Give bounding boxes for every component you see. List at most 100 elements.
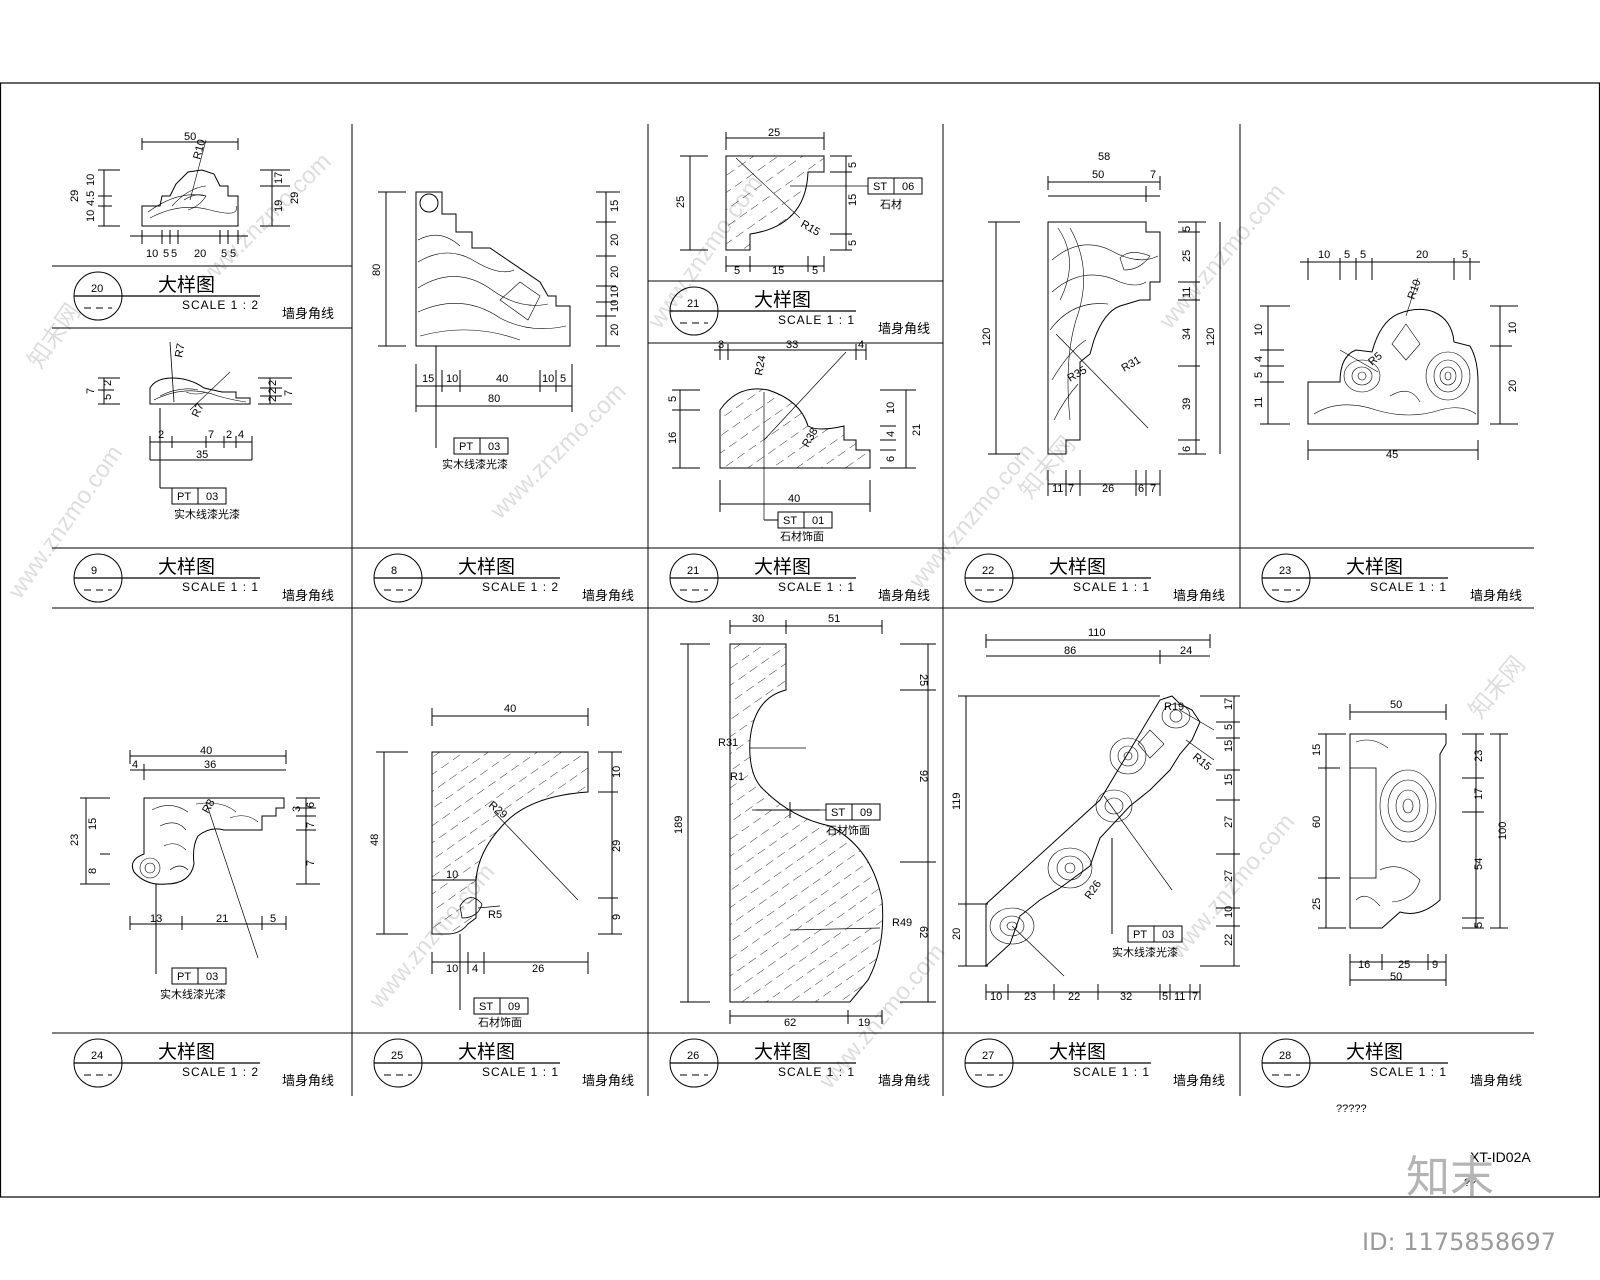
dim-text: 60 [1311, 816, 1323, 828]
detail-number: 28 [1279, 1050, 1291, 1062]
detail-scale: SCALE 1 : 1 [182, 580, 259, 594]
dim-text: 11 [1052, 483, 1063, 495]
detail-description: 墙身角线 [1173, 1073, 1225, 1089]
detail-20-dims: 50 R10 29 10 4.5 10 17 19 29 10 5 5 20 5… [69, 131, 301, 260]
dim-text: 22 [1223, 934, 1235, 946]
dim-text: 50 [184, 131, 196, 143]
detail-23-dims: 10 5 5 20 5 R10 R5 10 4 5 11 10 20 45 [1253, 249, 1519, 461]
tag-code: PT [459, 441, 473, 453]
dim-text: 92 [917, 770, 929, 782]
tag-number: 09 [860, 807, 872, 819]
watermark: www.znzmo.com [2, 440, 128, 604]
dim-text: R10 [191, 138, 208, 161]
tag-number: 03 [206, 971, 218, 983]
dim-text: 10 [446, 373, 458, 385]
dim-text: 20 [194, 248, 206, 260]
detail-number: 22 [982, 565, 994, 577]
dim-text: 29 [611, 840, 623, 852]
dim-text: 40 [504, 703, 516, 715]
corner-logo: 知末 [1406, 1152, 1494, 1203]
detail-scale: SCALE 1 : 2 [182, 1065, 259, 1079]
dim-text: R31 [1120, 354, 1143, 374]
dim-text: 15 [609, 200, 621, 212]
dim-text: 5 [163, 248, 169, 260]
tag-note: 实木线漆光漆 [174, 507, 240, 521]
dim-text: 4.5 [85, 191, 97, 206]
dim-text: 23 [69, 834, 81, 846]
detail-number: 21 [687, 298, 699, 310]
dim-text: 86 [1064, 645, 1076, 657]
detail-scale: SCALE 1 : 1 [778, 313, 855, 327]
tag-code: PT [177, 491, 191, 503]
detail-9-section [98, 341, 292, 489]
tag-note: 石材饰面 [780, 529, 824, 543]
tag-pt03-a: PT 03 实木线漆光漆 [171, 487, 240, 521]
dim-text: 15 [87, 818, 99, 830]
dim-text: 26 [1102, 483, 1114, 495]
dim-text: 4 [1253, 356, 1265, 362]
dim-text: 33 [786, 339, 798, 351]
dim-text: 17 [1223, 698, 1235, 710]
detail-8-section [378, 191, 620, 448]
dim-text: 10 [990, 991, 1002, 1003]
detail-number: 9 [91, 565, 97, 577]
tag-code: ST [783, 515, 797, 527]
dim-text: 25 [1181, 250, 1193, 262]
dim-text: 15 [1311, 744, 1323, 756]
detail-number: 27 [982, 1050, 994, 1062]
dim-text: 58 [1098, 151, 1110, 163]
detail-number: 20 [91, 283, 103, 295]
dim-text: 21 [911, 424, 923, 436]
detail-scale: SCALE 1 : 1 [778, 1065, 855, 1079]
dim-text: 5 [667, 396, 679, 402]
detail-description: 墙身角线 [878, 1073, 930, 1089]
dim-text: 5 [1162, 991, 1168, 1003]
dim-text: 10 [85, 174, 97, 186]
dim-text: 27 [1223, 816, 1235, 828]
dim-text: 29 [69, 190, 81, 202]
dim-text: 5 [221, 248, 227, 260]
tag-st06: ST 06 石材 [867, 177, 923, 211]
dim-text: R5 [1366, 350, 1384, 368]
detail-28-dims: 50 15 60 25 23 17 54 5 100 16 25 9 50 [1311, 699, 1509, 983]
dim-text: 10 [1318, 249, 1330, 261]
tag-pt03-b: PT 03 实木线漆光漆 [442, 437, 509, 471]
dim-text: R19 [1164, 701, 1184, 713]
detail-description: 墙身角线 [282, 306, 334, 322]
detail-title: 大样图 [1049, 1041, 1106, 1063]
dim-text: 5 [1344, 249, 1350, 261]
watermark: www.znzmo.com [484, 378, 631, 525]
dim-text: 80 [488, 393, 500, 405]
watermark-logo: 知末网 [23, 299, 86, 373]
dim-text: 23 [1024, 991, 1036, 1003]
dim-text: R24 [753, 355, 768, 377]
panel-grid [52, 124, 1534, 1096]
tag-number: 01 [812, 515, 824, 527]
tag-note: 石材饰面 [826, 823, 870, 837]
dim-text: 9 [611, 914, 623, 920]
tag-number: 03 [206, 491, 218, 503]
dim-text: 6 [885, 456, 897, 462]
dim-text: 5 [847, 162, 859, 168]
dim-text: R35 [1066, 364, 1089, 384]
dim-text: 100 [1497, 822, 1509, 840]
tag-code: ST [873, 181, 887, 193]
dim-text: R49 [892, 917, 912, 929]
dim-text: 5 [812, 265, 818, 277]
dim-text: 10 [1253, 324, 1265, 336]
detail-9-dims: R7 R7 7 2 5 2 2 2 7 2 7 2 4 35 [85, 343, 295, 461]
dim-text: 62 [917, 926, 929, 938]
detail-description: 墙身角线 [1173, 588, 1225, 604]
dim-text: 5 [102, 394, 114, 400]
detail-description: 墙身角线 [582, 588, 634, 604]
dim-text: 25 [917, 674, 929, 686]
dim-text: 4 [885, 431, 897, 437]
dim-text: 20 [609, 266, 621, 278]
dim-text: 2 [226, 429, 232, 441]
detail-number: 24 [91, 1050, 103, 1062]
tag-code: PT [177, 971, 191, 983]
